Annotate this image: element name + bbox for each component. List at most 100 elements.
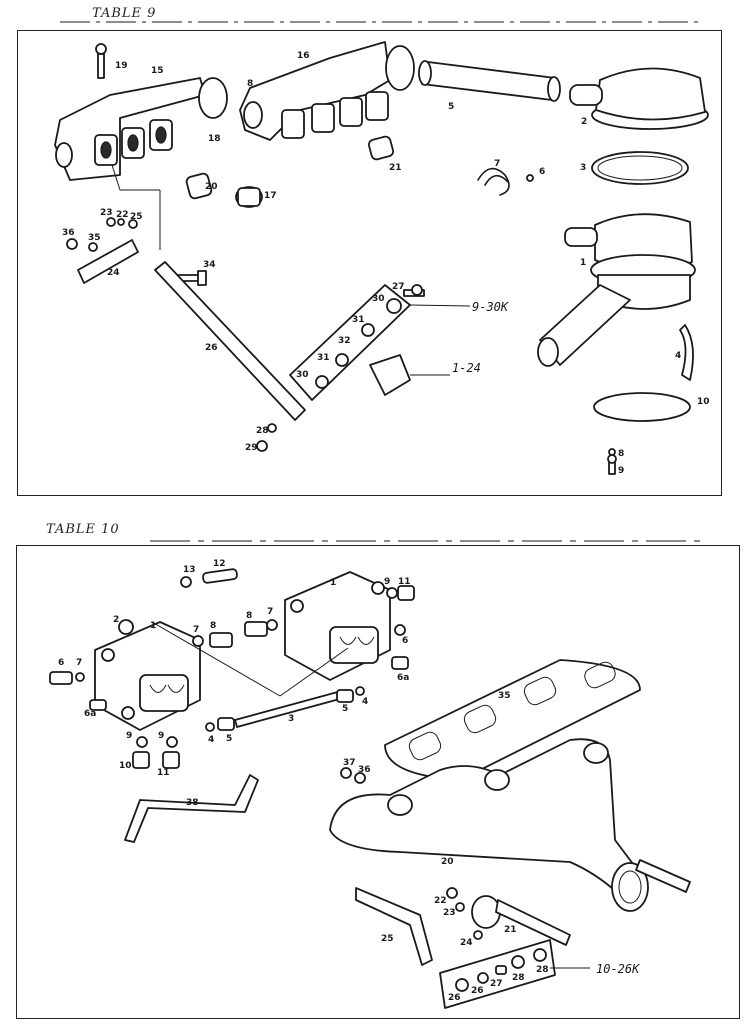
callout-10: 10 bbox=[697, 397, 710, 407]
washer-part-37 bbox=[340, 767, 352, 779]
washer-part-28 bbox=[267, 423, 277, 433]
callout-10: 10 bbox=[119, 761, 132, 771]
callout-30b: 30 bbox=[296, 370, 309, 380]
hose-part-5 bbox=[418, 60, 561, 102]
pipe-part-38 bbox=[124, 774, 259, 843]
callout-25: 25 bbox=[381, 934, 394, 944]
ring-part-7c bbox=[75, 672, 85, 682]
eye-bolt-part-19 bbox=[95, 43, 107, 79]
callout-31b: 31 bbox=[317, 353, 330, 363]
bracket-part-1-24 bbox=[369, 354, 411, 396]
callout-2: 2 bbox=[581, 117, 587, 127]
callout-22: 22 bbox=[434, 896, 447, 906]
callout-5a: 5 bbox=[226, 734, 232, 744]
fitting-part-5b bbox=[336, 689, 354, 703]
gasket-part-35 bbox=[384, 659, 641, 781]
callout-34: 34 bbox=[203, 260, 216, 270]
callout-36: 36 bbox=[62, 228, 75, 238]
callout-7a: 7 bbox=[193, 625, 199, 635]
callout-4: 4 bbox=[675, 351, 681, 361]
callout-20: 20 bbox=[441, 857, 454, 867]
washer-part-36 bbox=[354, 772, 366, 784]
callout-8b: 8 bbox=[246, 611, 252, 621]
callout-9a: 9 bbox=[384, 577, 390, 587]
nut-part-4b bbox=[355, 686, 365, 696]
callout-26b: 26 bbox=[471, 986, 484, 996]
nut-part-11a bbox=[397, 585, 415, 601]
callout-8: 8 bbox=[247, 79, 253, 89]
callout-7c: 7 bbox=[76, 658, 82, 668]
callout-19: 19 bbox=[115, 61, 128, 71]
washer-part-36 bbox=[66, 238, 78, 250]
callout-4a: 4 bbox=[208, 735, 214, 745]
washer-part-35 bbox=[88, 242, 98, 252]
callout-21: 21 bbox=[504, 925, 517, 935]
fitting-part-6a-label bbox=[391, 656, 409, 670]
bracket-part-4 bbox=[679, 324, 694, 381]
washer-part-22 bbox=[117, 218, 125, 226]
callout-27: 27 bbox=[392, 282, 405, 292]
callout-32: 32 bbox=[338, 336, 351, 346]
gasket-part-20 bbox=[185, 172, 213, 200]
callout-3: 3 bbox=[288, 714, 294, 724]
gasket-ring-part-3 bbox=[591, 151, 689, 185]
plug-part-6a bbox=[394, 624, 406, 636]
callout-1a: 1 bbox=[330, 578, 336, 588]
reference-10-26k: 10-26K bbox=[596, 962, 640, 976]
callout-26a: 26 bbox=[448, 993, 461, 1003]
callout-30a: 30 bbox=[372, 294, 385, 304]
air-cleaner-cover-part-2 bbox=[569, 67, 709, 130]
table-10-title: TABLE 10 bbox=[46, 522, 120, 537]
fitting-part-6c bbox=[89, 699, 107, 711]
table-10-frame bbox=[16, 545, 740, 1019]
nut-part-11b bbox=[162, 751, 180, 769]
manifold-block-right-part-1 bbox=[284, 571, 391, 681]
callout-38: 38 bbox=[186, 798, 199, 808]
callout-9: 9 bbox=[618, 466, 624, 476]
bracket-part-25 bbox=[355, 887, 433, 966]
callout-28b: 28 bbox=[536, 965, 549, 975]
bolt-part-27 bbox=[403, 284, 425, 297]
callout-27: 27 bbox=[490, 979, 503, 989]
cap-part-2 bbox=[118, 619, 134, 635]
callout-28a: 28 bbox=[512, 973, 525, 983]
callout-17: 17 bbox=[264, 191, 277, 201]
ring-part-7b bbox=[266, 619, 278, 631]
callout-23: 23 bbox=[443, 908, 456, 918]
header-assembly-part-20 bbox=[329, 738, 691, 912]
manifold-block-left-part-1 bbox=[94, 621, 201, 731]
nut-part-10 bbox=[132, 751, 150, 769]
callout-6c: 6a bbox=[84, 709, 96, 719]
callout-12: 12 bbox=[213, 559, 226, 569]
washer-part-25 bbox=[128, 219, 138, 229]
callout-3: 3 bbox=[580, 163, 586, 173]
ring-part-7a bbox=[192, 635, 204, 647]
callout-35: 35 bbox=[88, 233, 101, 243]
callout-5b: 5 bbox=[342, 704, 348, 714]
callout-15: 15 bbox=[151, 66, 164, 76]
callout-22: 22 bbox=[116, 210, 129, 220]
clamp-part-21 bbox=[471, 895, 571, 946]
nut-part-13 bbox=[180, 576, 192, 588]
bolt-part-22 bbox=[446, 887, 458, 899]
plate-part-24 bbox=[77, 239, 139, 284]
callout-29: 29 bbox=[245, 443, 258, 453]
callout-25: 25 bbox=[130, 212, 143, 222]
callout-6a-label: 6a bbox=[397, 673, 409, 683]
callout-23: 23 bbox=[100, 208, 113, 218]
callout-26: 26 bbox=[205, 343, 218, 353]
callout-2: 2 bbox=[113, 615, 119, 625]
washer-part-23 bbox=[455, 902, 465, 912]
callout-8a: 8 bbox=[210, 621, 216, 631]
callout-5: 5 bbox=[448, 102, 454, 112]
air-cleaner-body-part-1 bbox=[537, 213, 696, 367]
callout-1: 1 bbox=[580, 258, 586, 268]
table-9-frame bbox=[17, 30, 722, 496]
fitting-part-6b bbox=[49, 671, 73, 685]
callout-9c: 9 bbox=[158, 731, 164, 741]
callout-6: 6 bbox=[539, 167, 545, 177]
table-9-title: TABLE 9 bbox=[92, 6, 157, 21]
reference-1-24: 1-24 bbox=[452, 361, 481, 375]
nut-part-4a bbox=[205, 722, 215, 732]
callout-37: 37 bbox=[343, 758, 356, 768]
